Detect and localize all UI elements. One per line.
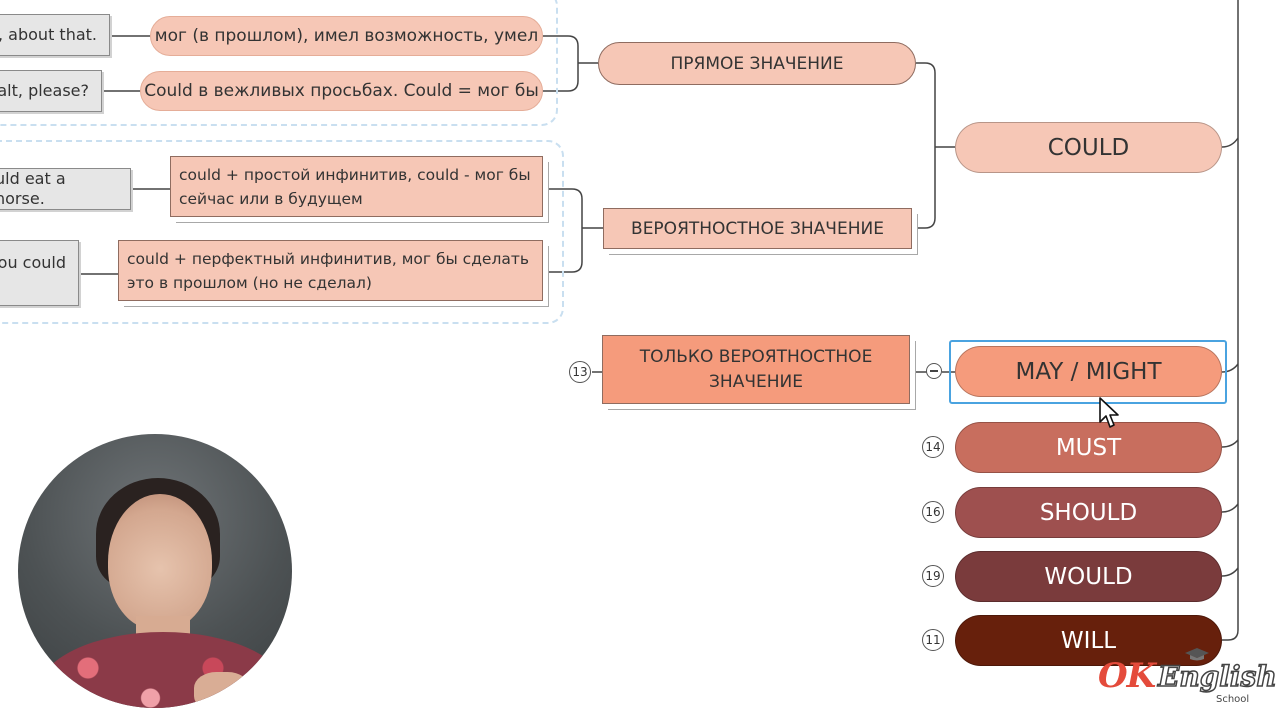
collapse-toggle-icon[interactable] [926, 363, 942, 379]
main-topic-may-might[interactable]: MAY / MIGHT [955, 346, 1222, 397]
topic-badge[interactable]: 13 [569, 361, 591, 383]
presenter-webcam [18, 434, 292, 708]
example-text: uld eat a horse. [0, 169, 66, 208]
logo-school-text: School [1216, 694, 1250, 705]
subtopic-perfect-infinitive[interactable]: could + перфектный инфинитив, мог бы сде… [118, 240, 543, 301]
example-text: ou could [0, 253, 66, 272]
subtopic-polite-request[interactable]: Could в вежливых просьбах. Could = мог б… [140, 71, 543, 111]
graduation-cap-icon [1185, 648, 1209, 661]
presenter-hand [194, 672, 250, 708]
main-topic-would[interactable]: WOULD [955, 551, 1222, 602]
topic-direct-meaning[interactable]: ПРЯМОЕ ЗНАЧЕНИЕ [598, 42, 916, 85]
topic-probable-meaning[interactable]: ВЕРОЯТНОСТНОЕ ЗНАЧЕНИЕ [603, 208, 912, 249]
logo-english-text: English [1157, 659, 1277, 694]
example-box[interactable]: , about that. [0, 14, 110, 56]
topic-badge[interactable]: 11 [922, 629, 944, 651]
topic-badge[interactable]: 16 [922, 501, 944, 523]
logo-ok-text: OK [1098, 656, 1156, 696]
main-topic-will[interactable]: WILL [955, 615, 1222, 666]
direct-meaning-group-frame [0, 0, 558, 126]
example-text: , about that. [0, 25, 97, 44]
main-topic-should[interactable]: SHOULD [955, 487, 1222, 538]
example-box[interactable]: uld eat a horse. [0, 168, 131, 210]
okenglish-logo: OK English School [1098, 648, 1277, 710]
presenter-shirt [38, 632, 288, 708]
topic-only-probable-meaning[interactable]: ТОЛЬКО ВЕРОЯТНОСТНОЕ ЗНАЧЕНИЕ [602, 335, 910, 404]
topic-badge[interactable]: 19 [922, 565, 944, 587]
selection-outline [949, 340, 1227, 404]
subtopic-past-ability[interactable]: мог (в прошлом), имел возможность, умел [150, 16, 543, 56]
main-topic-must[interactable]: MUST [955, 422, 1222, 473]
main-topic-could[interactable]: COULD [955, 122, 1222, 173]
example-box[interactable]: ou could [0, 240, 79, 306]
example-text: alt, please? [0, 81, 89, 100]
mouse-cursor-icon [1099, 397, 1119, 428]
topic-badge[interactable]: 14 [922, 436, 944, 458]
subtopic-simple-infinitive[interactable]: could + простой инфинитив, could - мог б… [170, 156, 543, 217]
presenter-face [108, 494, 212, 630]
example-box[interactable]: alt, please? [0, 70, 102, 112]
probable-meaning-group-frame [0, 140, 564, 324]
